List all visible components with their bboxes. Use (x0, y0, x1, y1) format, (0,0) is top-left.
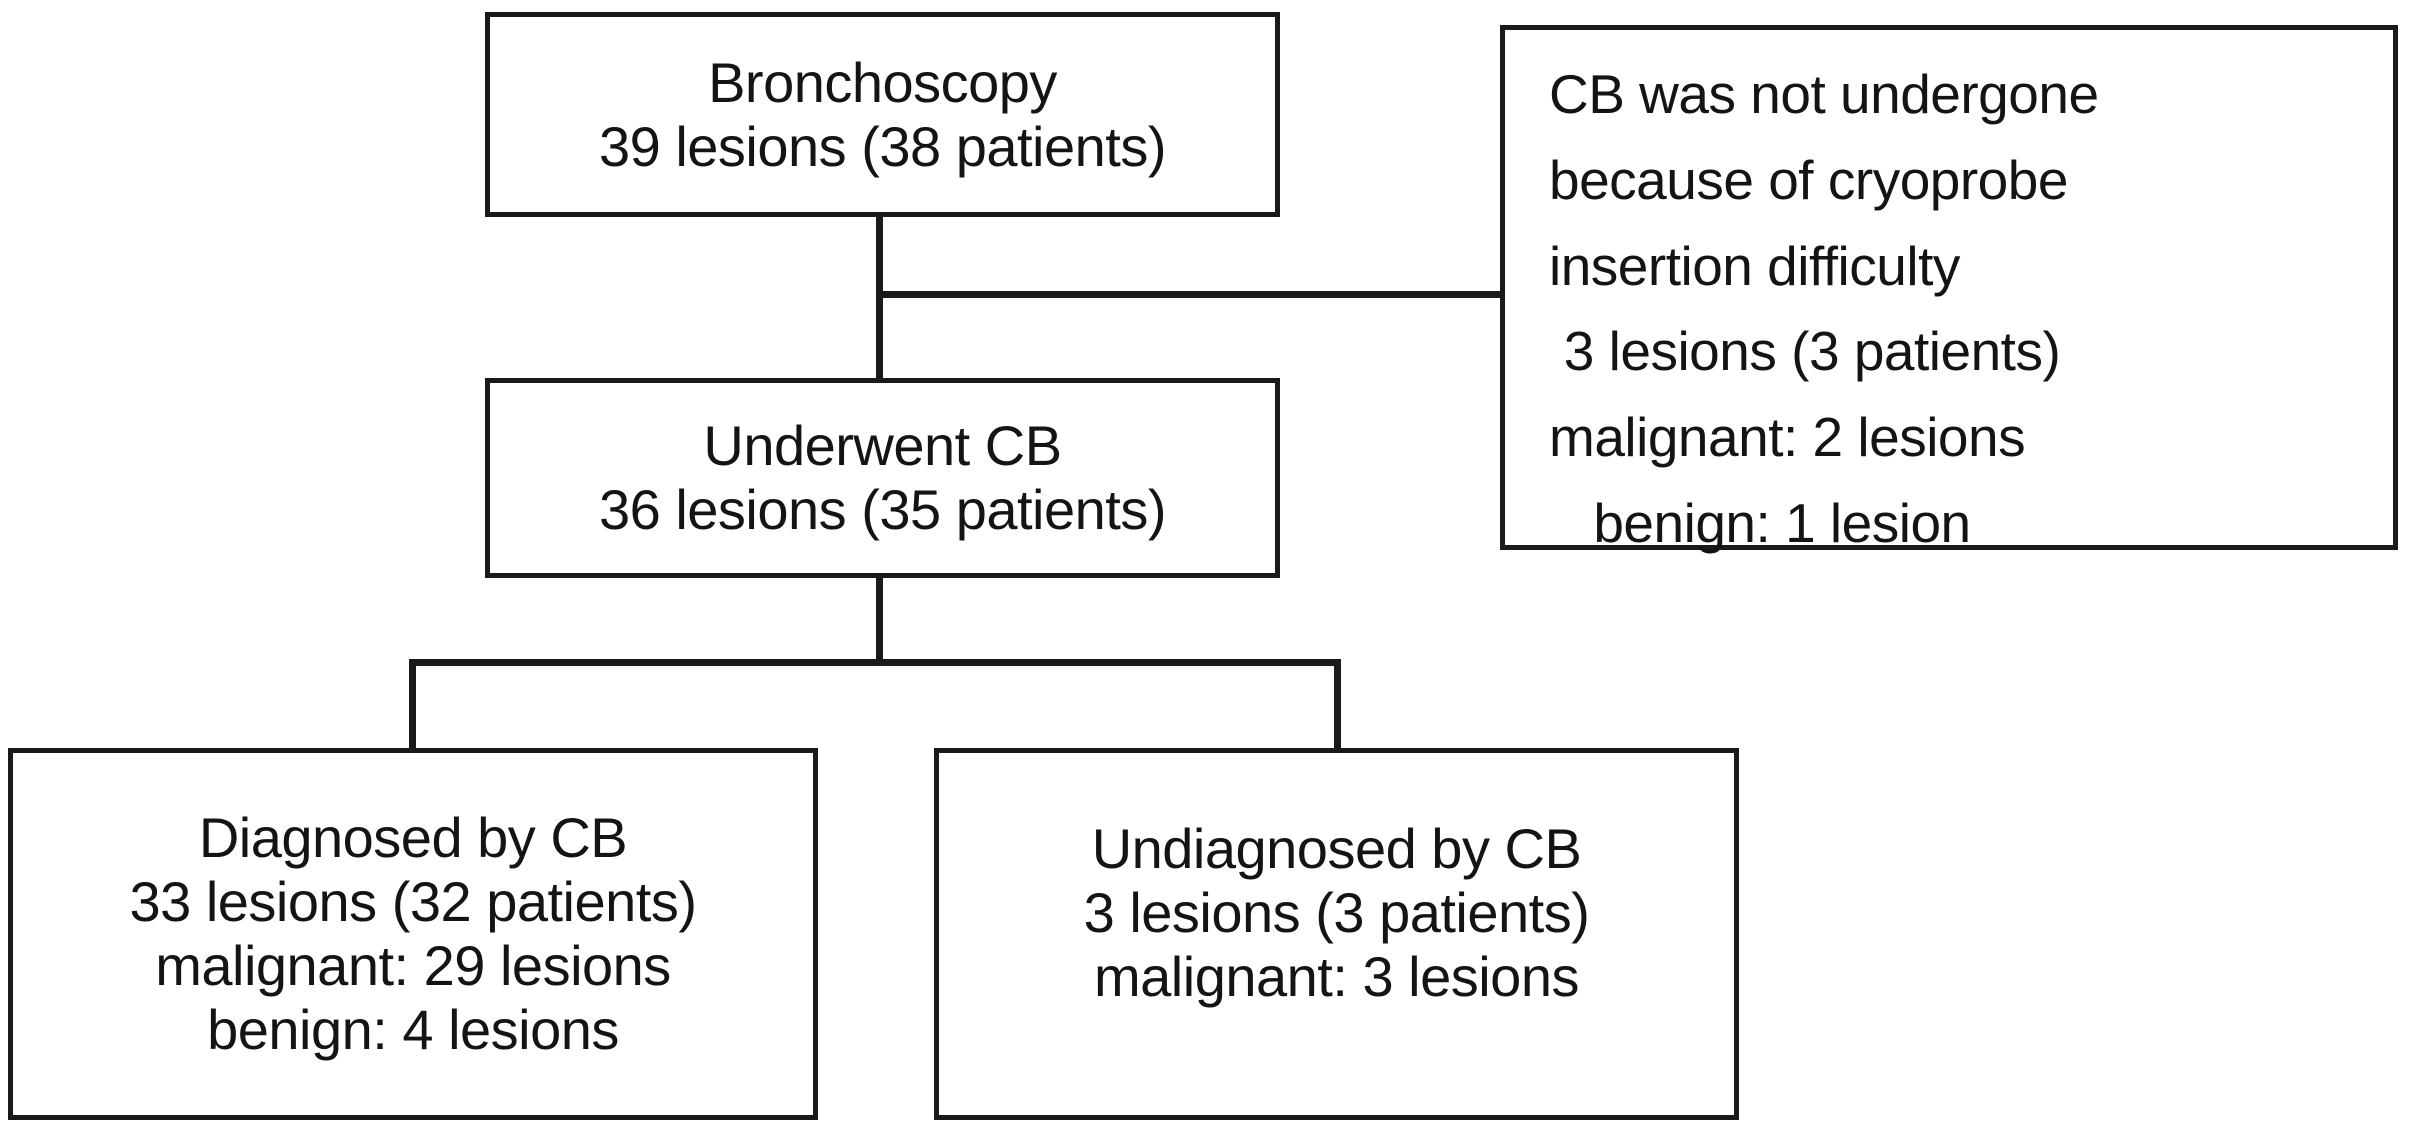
node-diagnosed-by-cb-line-3: malignant: 29 lesions (155, 934, 671, 997)
node-underwent-cb: Underwent CB 36 lesions (35 patients) (485, 378, 1280, 578)
node-bronchoscopy-line-1: Bronchoscopy (708, 50, 1057, 114)
node-undiagnosed-by-cb-line-2: 3 lesions (3 patients) (1083, 881, 1590, 945)
node-undiagnosed-by-cb-line-3: malignant: 3 lesions (1094, 944, 1579, 1008)
node-undiagnosed-by-cb: Undiagnosed by CB 3 lesions (3 patients)… (934, 748, 1739, 1120)
node-underwent-cb-line-1: Underwent CB (703, 414, 1062, 478)
connector-drop-to-undiagnosed (1334, 659, 1341, 751)
node-cb-not-undergone-line-1: CB was not undergone (1549, 63, 2099, 125)
connector-drop-to-diagnosed (409, 659, 416, 751)
node-cb-not-undergone-line-3: insertion difficulty (1549, 234, 1960, 297)
node-underwent-cb-text: Underwent CB 36 lesions (35 patients) (490, 414, 1275, 542)
node-cb-not-undergone-line-4: 3 lesions (3 patients) (1549, 320, 2061, 383)
node-bronchoscopy-line-2: 39 lesions (38 patients) (598, 114, 1167, 178)
node-cb-not-undergone-line-2: because of cryoprobe (1549, 148, 2068, 211)
node-cb-not-undergone: CB was not undergone because of cryoprob… (1500, 25, 2398, 554)
node-cb-not-undergone-line-5: malignant: 2 lesions (1549, 406, 2026, 469)
connector-to-not-undergone (876, 291, 1506, 298)
node-cb-not-undergone-text: CB was not undergone because of cryoprob… (1549, 52, 2393, 567)
node-diagnosed-by-cb-line-2: 33 lesions (32 patients) (129, 870, 697, 934)
node-diagnosed-by-cb-text: Diagnosed by CB 33 lesions (32 patients)… (13, 806, 813, 1061)
node-underwent-cb-line-2: 36 lesions (35 patients) (598, 478, 1167, 541)
node-cb-not-undergone-line-6: benign: 1 lesion (1549, 491, 1971, 554)
node-bronchoscopy-text: Bronchoscopy 39 lesions (38 patients) (490, 51, 1275, 179)
connector-split-bar (409, 659, 1341, 666)
node-diagnosed-by-cb-line-4: benign: 4 lesions (207, 997, 619, 1061)
node-bronchoscopy: Bronchoscopy 39 lesions (38 patients) (485, 12, 1280, 217)
node-undiagnosed-by-cb-line-1: Undiagnosed by CB (1091, 817, 1582, 881)
node-diagnosed-by-cb: Diagnosed by CB 33 lesions (32 patients)… (8, 748, 818, 1120)
node-undiagnosed-by-cb-text: Undiagnosed by CB 3 lesions (3 patients)… (939, 817, 1734, 1008)
node-diagnosed-by-cb-line-1: Diagnosed by CB (198, 806, 628, 870)
connector-underwent-stem (876, 574, 883, 666)
